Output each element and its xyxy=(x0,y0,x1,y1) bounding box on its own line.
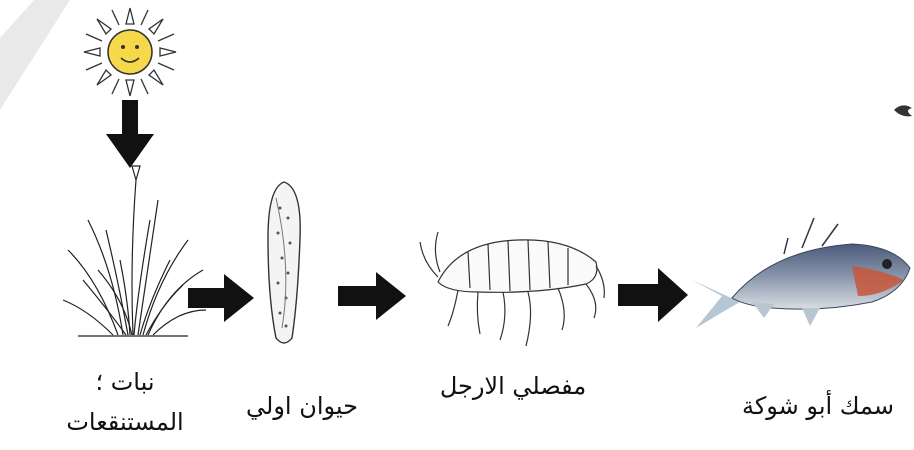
arthropod-label: مفصلي الارجل xyxy=(428,372,598,400)
plant-label-line2: المستنقعات xyxy=(55,408,195,436)
sun-icon xyxy=(80,4,180,100)
arrow-right-3 xyxy=(618,266,690,324)
protozoa-label: حيوان اولي xyxy=(232,392,372,420)
plant-label-line1: نبات ؛ xyxy=(70,368,180,396)
stickleback-fish-icon xyxy=(682,210,914,340)
protozoa-icon xyxy=(262,178,306,348)
arrow-right-2 xyxy=(338,268,408,324)
grass-icon xyxy=(58,160,208,340)
amphipod-icon xyxy=(418,222,608,350)
fish-label: سمك أبو شوكة xyxy=(728,392,908,420)
arrow-right-1 xyxy=(188,270,256,326)
partial-bird-icon xyxy=(892,100,914,122)
